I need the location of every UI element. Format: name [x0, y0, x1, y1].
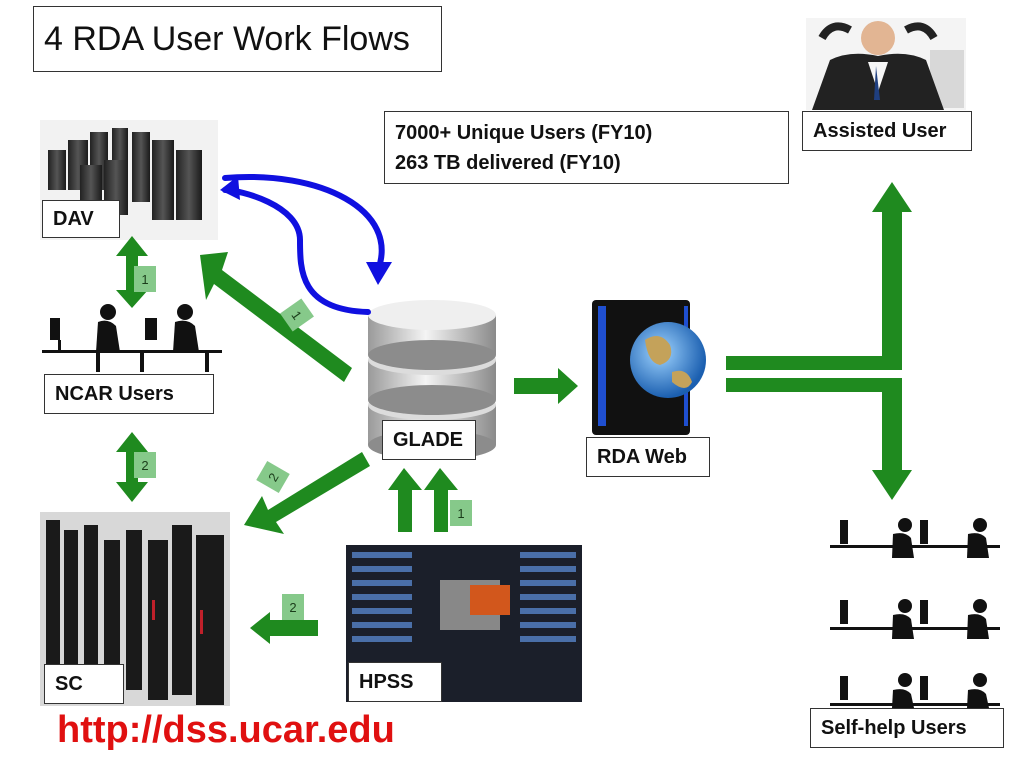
ncar-sc-double-arrow — [116, 432, 148, 502]
glade-to-sc-arrow — [244, 452, 370, 534]
hpss-to-sc-arrow — [250, 612, 318, 644]
hpss-tape-library-image — [346, 545, 582, 702]
node-label-assisted-user: Assisted User — [802, 111, 972, 151]
flow-number-dav-ncar: 1 — [134, 266, 156, 292]
arrowhead-into-glade — [366, 262, 392, 285]
footer-url[interactable]: http://dss.ucar.edu — [57, 709, 395, 751]
node-label-self-help-users: Self-help Users — [810, 708, 1004, 748]
node-label-sc: SC — [44, 664, 124, 704]
arrowhead-into-dav — [220, 176, 240, 200]
assisted-user-photo — [806, 18, 966, 110]
ncar-users-image — [42, 304, 222, 372]
sc-supercomputer-image — [40, 512, 230, 706]
flow-number-hpss-sc: 2 — [282, 594, 304, 620]
node-label-hpss: HPSS — [348, 662, 442, 702]
glade-to-rdaweb-arrow — [514, 368, 578, 404]
self-help-users-image — [830, 518, 1000, 708]
node-label-ncar-users: NCAR Users — [44, 374, 214, 414]
node-label-rda-web: RDA Web — [586, 437, 710, 477]
stats-line-delivered: 263 TB delivered (FY10) — [395, 151, 621, 174]
hpss-to-glade-arrow-right — [424, 468, 458, 532]
glade-to-dav-arrow — [200, 252, 352, 382]
dav-glade-blue-arrows — [222, 174, 385, 315]
rdaweb-to-selfhelp-arrow — [726, 378, 912, 500]
page-title: 4 RDA User Work Flows — [33, 6, 442, 72]
rdaweb-to-assisted-arrow — [726, 182, 912, 370]
node-label-dav: DAV — [42, 200, 120, 238]
rda-web-server-icon — [592, 300, 706, 435]
hpss-to-glade-arrow-left — [388, 468, 422, 532]
flow-number-hpss-glade: 1 — [450, 500, 472, 526]
stats-line-users: 7000+ Unique Users (FY10) — [395, 121, 653, 144]
node-label-glade: GLADE — [382, 420, 476, 460]
stats-box: 7000+ Unique Users (FY10) 263 TB deliver… — [384, 111, 789, 184]
flow-number-ncar-sc: 2 — [134, 452, 156, 478]
